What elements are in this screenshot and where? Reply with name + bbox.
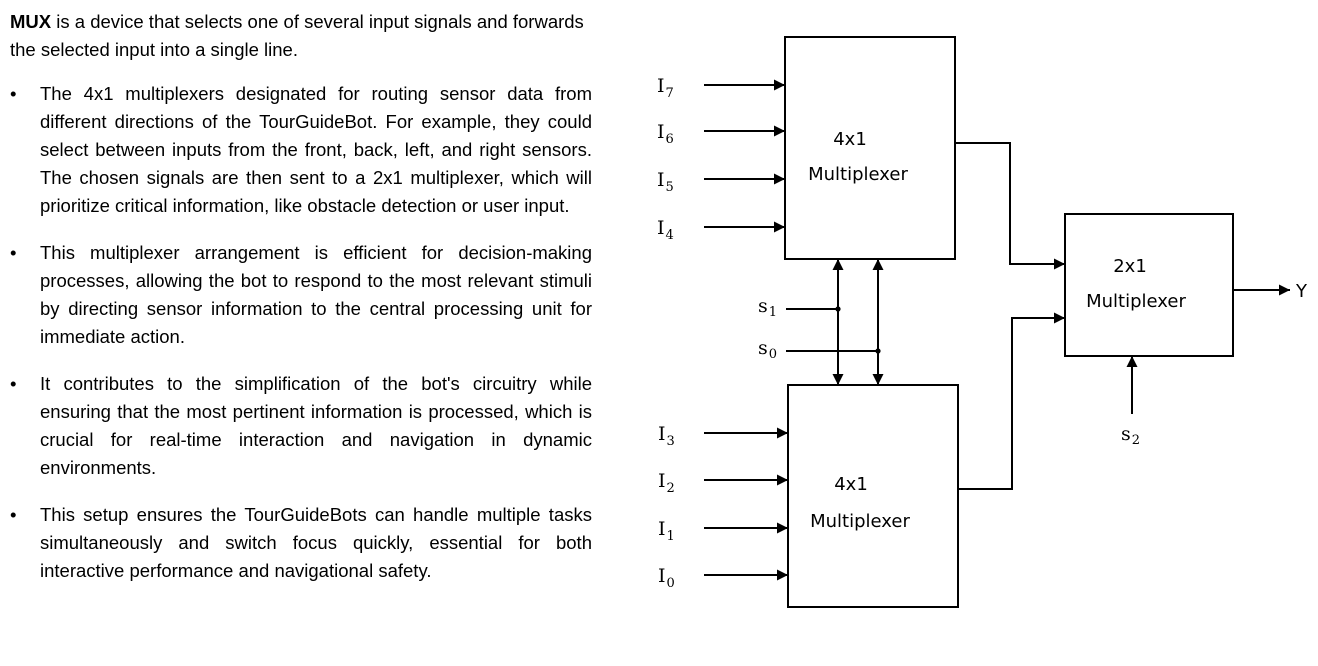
out-mux-block [1064, 213, 1234, 357]
bullet-item: This setup ensures the TourGuideBots can… [10, 501, 592, 585]
bottom-mux-block [787, 384, 959, 608]
input-label-i3: I3 [658, 423, 675, 449]
input-label-i2: I2 [658, 470, 675, 496]
intro-paragraph: MUX is a device that selects one of seve… [10, 8, 592, 64]
input-label-i1: I1 [658, 518, 675, 544]
select-label-s0: s0 [758, 337, 777, 362]
bullet-item: It contributes to the simplification of … [10, 370, 592, 482]
junction-dot-s0 [875, 348, 881, 354]
bullet-item: This multiplexer arrangement is efficien… [10, 239, 592, 351]
top-mux-block [784, 36, 956, 260]
top-mux-label-1: 4x1 [833, 129, 867, 150]
input-label-i5: I5 [657, 169, 674, 195]
bullet-list: The 4x1 multiplexers designated for rout… [10, 80, 592, 585]
out-mux-label-1: 2x1 [1113, 256, 1147, 277]
description-text: MUX is a device that selects one of seve… [10, 8, 592, 604]
bottom-mux-output-wire [958, 312, 1065, 490]
input-label-i7: I7 [657, 75, 674, 101]
top-mux-label-2: Multiplexer [808, 164, 908, 185]
intro-term: MUX [10, 11, 52, 32]
intro-definition: is a device that selects one of several … [10, 11, 584, 60]
bottom-mux-label-1: 4x1 [834, 474, 868, 495]
input-label-i4: I4 [657, 217, 674, 243]
input-label-i0: I0 [658, 565, 675, 591]
select-label-s1: s1 [758, 295, 777, 320]
select-label-s2: s2 [1121, 423, 1140, 448]
mux-diagram: 4x1 Multiplexer 4x1 Multiplexer 2x1 Mult… [657, 36, 1308, 608]
top-mux-output-wire [955, 142, 1065, 270]
output-label-y: Y [1295, 281, 1308, 302]
input-label-i6: I6 [657, 121, 674, 147]
bullet-item: The 4x1 multiplexers designated for rout… [10, 80, 592, 220]
bottom-mux-label-2: Multiplexer [810, 511, 910, 532]
out-mux-label-2: Multiplexer [1086, 291, 1186, 312]
junction-dot-s1 [835, 306, 841, 312]
